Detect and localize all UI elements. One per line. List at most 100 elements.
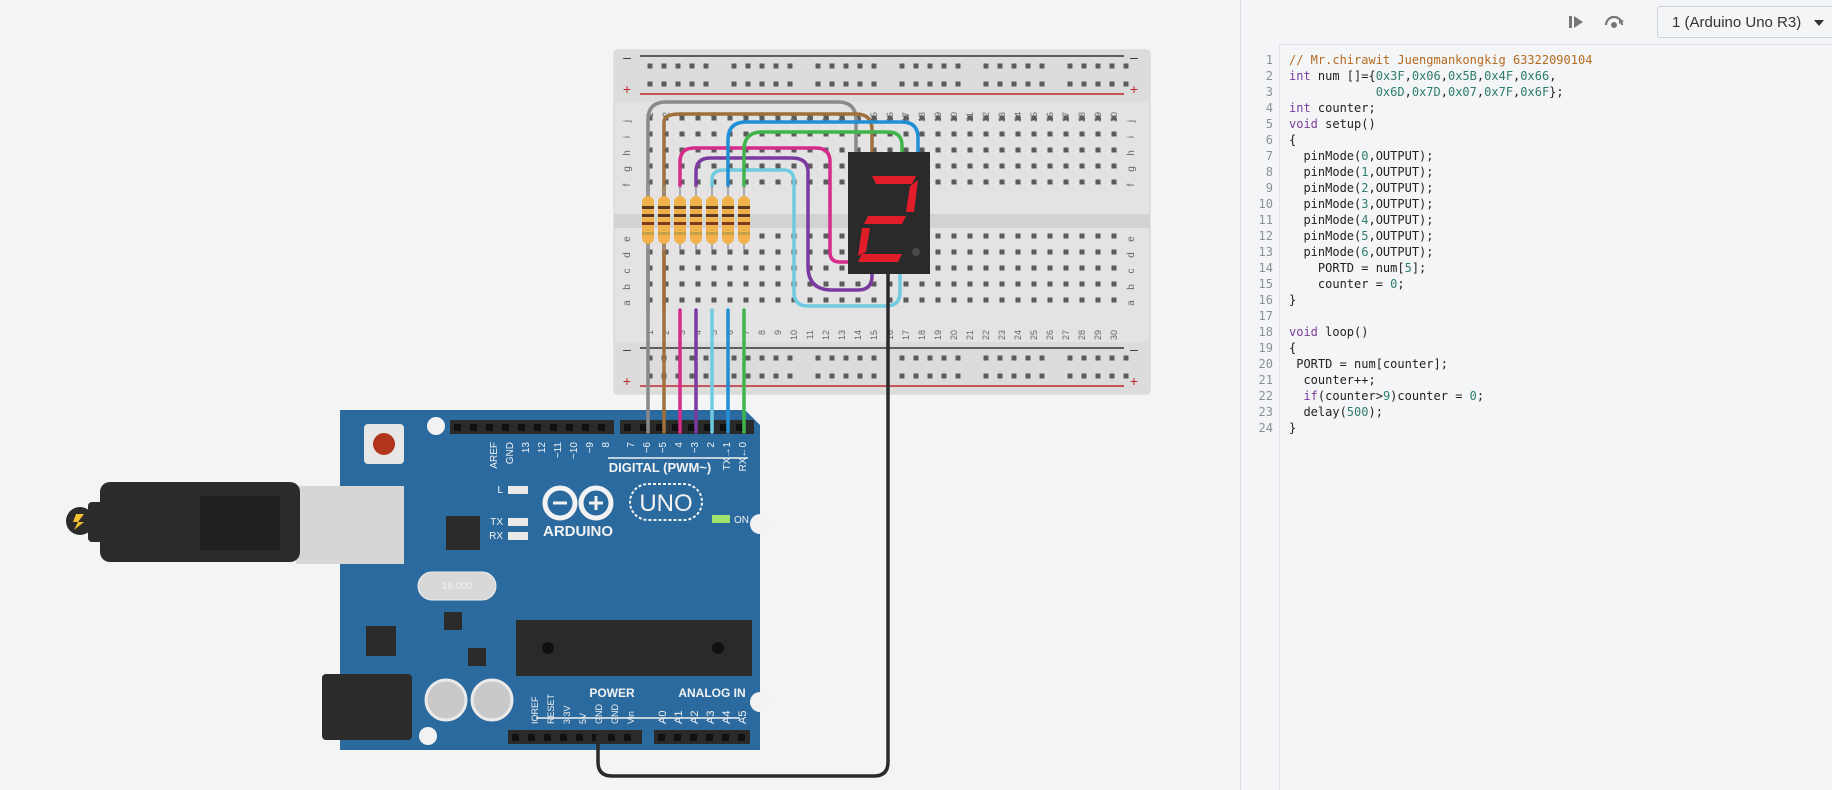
- bb-row-right-h: h: [1126, 150, 1137, 156]
- led-tx-label: TX: [490, 517, 503, 528]
- bb-col-top-22: 22: [981, 112, 991, 122]
- debugger-icon[interactable]: [1601, 10, 1627, 34]
- bb-col-top-30: 30: [1109, 112, 1119, 122]
- bb-col-top-19: 19: [933, 112, 943, 122]
- code-line[interactable]: // Mr.chirawit Juengmankongkig 633220901…: [1289, 52, 1592, 68]
- code-token: 1: [1361, 165, 1369, 179]
- code-line[interactable]: pinMode(2,OUTPUT);: [1289, 180, 1433, 196]
- code-token: counter =: [1289, 277, 1391, 291]
- digital-pin-label-0: 7: [626, 442, 637, 448]
- code-token: ,: [1549, 69, 1557, 83]
- power-pin-label-3: 5V: [578, 713, 588, 724]
- resistor[interactable]: [642, 196, 654, 244]
- code-token: ,: [1513, 85, 1521, 99]
- resistors[interactable]: [642, 186, 750, 250]
- resistor[interactable]: [706, 196, 718, 244]
- code-line[interactable]: pinMode(3,OUTPUT);: [1289, 196, 1433, 212]
- code-line[interactable]: counter++;: [1289, 372, 1375, 388]
- device-select[interactable]: 1 (Arduino Uno R3): [1657, 6, 1832, 38]
- bb-col-top-2: 2: [661, 112, 671, 117]
- code-token: {: [1289, 341, 1297, 355]
- wires[interactable]: [596, 100, 920, 778]
- code-token: pinMode(: [1289, 165, 1362, 179]
- code-line[interactable]: PORTD = num[counter];: [1289, 356, 1448, 372]
- digital-label: DIGITAL (PWM~): [609, 460, 711, 475]
- resistor[interactable]: [674, 196, 686, 244]
- resistor[interactable]: [738, 196, 750, 244]
- code-line[interactable]: delay(500);: [1289, 404, 1383, 420]
- code-token: delay(: [1289, 405, 1347, 419]
- bb-col-bottom-6: 6: [725, 330, 735, 335]
- bb-col-bottom-10: 10: [789, 330, 799, 340]
- code-line[interactable]: PORTD = num[5];: [1289, 260, 1426, 276]
- resistor[interactable]: [658, 196, 670, 244]
- arduino-board[interactable]: ARDUINO UNO DIGITAL (PWM~) POWER ANALOG …: [66, 410, 770, 750]
- pin-label-7: 8: [601, 442, 612, 448]
- code-line[interactable]: }: [1289, 292, 1296, 308]
- code-token: 0x6F: [1520, 85, 1550, 99]
- bb-col-top-11: 11: [805, 112, 815, 121]
- code-token: )counter =: [1390, 389, 1470, 403]
- code-line[interactable]: void setup(): [1289, 116, 1376, 132]
- bb-row-left-g: g: [622, 166, 633, 172]
- code-line[interactable]: counter = 0;: [1289, 276, 1405, 292]
- bb-col-bottom-9: 9: [773, 330, 783, 335]
- code-line[interactable]: pinMode(0,OUTPUT);: [1289, 148, 1433, 164]
- resistor[interactable]: [722, 196, 734, 244]
- code-token: }: [1289, 421, 1297, 435]
- line-number: 21: [1258, 373, 1273, 387]
- line-number: 10: [1258, 197, 1273, 211]
- code-line[interactable]: if(counter>9)counter = 0;: [1289, 388, 1484, 404]
- code-line[interactable]: {: [1289, 132, 1296, 148]
- code-token: 0x06: [1411, 69, 1441, 83]
- line-number: 15: [1258, 277, 1273, 291]
- code-line[interactable]: 0x6D,0x7D,0x07,0x7F,0x6F};: [1289, 84, 1564, 100]
- power-pin-label-5: GND: [610, 704, 620, 725]
- code-line[interactable]: pinMode(5,OUTPUT);: [1289, 228, 1434, 244]
- bb-col-bottom-29: 29: [1093, 330, 1103, 340]
- digital-pin-label-5: 2: [706, 442, 717, 448]
- code-token: pinMode(: [1289, 197, 1362, 211]
- code-line[interactable]: void loop(): [1289, 324, 1368, 340]
- line-number: 6: [1265, 133, 1273, 147]
- analog-pin-label-4: A4: [721, 711, 733, 724]
- bb-col-bottom-24: 24: [1013, 330, 1023, 340]
- code-line[interactable]: int num []={0x3F,0x06,0x5B,0x4F,0x66,: [1289, 68, 1556, 84]
- code-token: );: [1368, 405, 1383, 419]
- code-token: 0: [1361, 149, 1369, 163]
- code-token: 0: [1469, 389, 1477, 403]
- analog-pin-label-3: A3: [705, 711, 717, 724]
- code-token: [1289, 85, 1376, 99]
- code-token: ,: [1440, 85, 1448, 99]
- code-token: loop(): [1317, 325, 1369, 339]
- bb-row-right-d: d: [1126, 252, 1137, 258]
- seven-segment-display[interactable]: [848, 152, 930, 274]
- usb-connector: [66, 482, 404, 564]
- analog-pin-label-0: A0: [657, 711, 669, 724]
- line-number: 1: [1265, 53, 1273, 67]
- bb-rail-label: +: [623, 373, 631, 389]
- line-number: 8: [1265, 165, 1273, 179]
- code-token: // Mr.chirawit Juengmankongkig 633220901…: [1289, 53, 1593, 67]
- code-token: 0x5B: [1448, 69, 1477, 83]
- bb-rail-label: +: [1130, 81, 1138, 97]
- bb-col-bottom-12: 12: [821, 330, 831, 340]
- code-line[interactable]: pinMode(6,OUTPUT);: [1289, 244, 1433, 260]
- code-token: ,: [1513, 69, 1521, 83]
- power-pin-label-6: Vin: [626, 711, 636, 724]
- digital-pin-label-1: ~6: [642, 442, 653, 454]
- bb-col-top-14: 14: [853, 112, 863, 122]
- code-line[interactable]: {: [1289, 340, 1296, 356]
- code-line[interactable]: pinMode(4,OUTPUT);: [1289, 212, 1433, 228]
- resistor[interactable]: [690, 196, 702, 244]
- code-line[interactable]: int counter;: [1289, 100, 1376, 116]
- step-forward-icon[interactable]: [1563, 10, 1589, 34]
- code-token: ,: [1440, 69, 1448, 83]
- code-token: 0x4F: [1484, 69, 1514, 83]
- code-line[interactable]: }: [1289, 420, 1296, 436]
- code-line[interactable]: pinMode(1,OUTPUT);: [1289, 164, 1433, 180]
- code-token: ,OUTPUT);: [1368, 229, 1434, 243]
- line-number: 20: [1258, 357, 1273, 371]
